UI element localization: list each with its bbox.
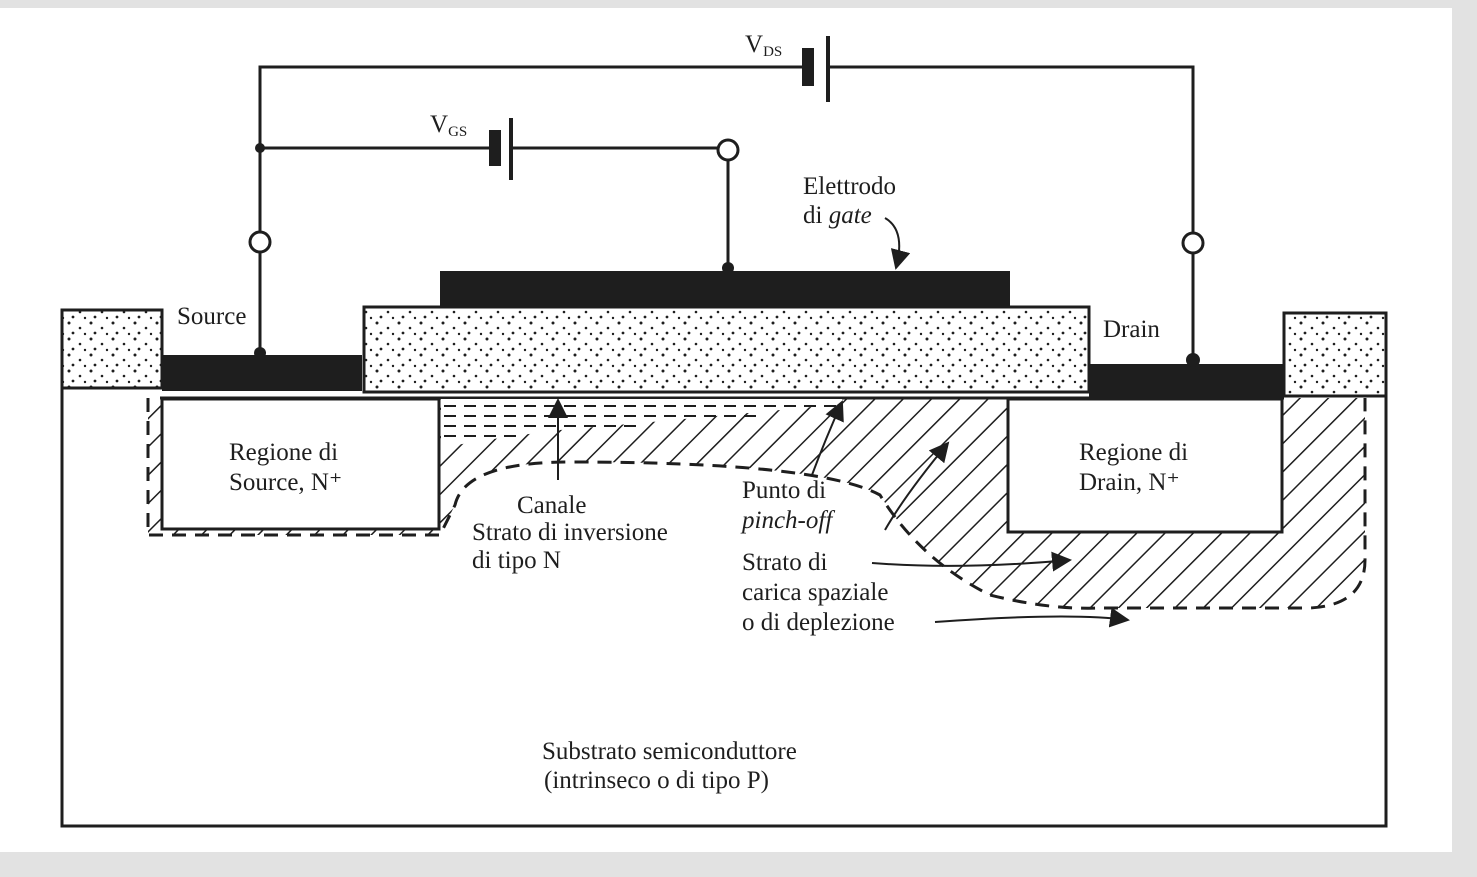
vds-label: VDS <box>745 31 782 60</box>
annotation-arrows <box>548 217 1130 628</box>
source-contact <box>162 355 362 391</box>
depletion-label-line2: carica spaziale <box>742 579 888 606</box>
drain-region <box>1006 397 1284 534</box>
left-oxide <box>60 308 164 390</box>
bottom-margin <box>0 852 1477 877</box>
source-region <box>160 397 441 531</box>
channel-label: Canale <box>517 492 586 519</box>
circuit-wires <box>258 65 1195 360</box>
substrate-outline <box>60 388 1388 828</box>
junction-dot <box>255 143 265 153</box>
drain-region-label-line1: Regione di <box>1079 439 1188 466</box>
drain-contact <box>1089 364 1284 398</box>
right-margin <box>1452 0 1477 877</box>
drain-region-label-line2: Drain, N⁺ <box>1079 469 1180 496</box>
right-oxide <box>1282 311 1388 398</box>
substrate-label-line1: Substrato semiconduttore <box>542 738 797 765</box>
gate-electrode-label-line2: di gate <box>803 202 872 229</box>
inversion-channel <box>441 399 842 448</box>
source-region-label-line1: Regione di <box>229 439 338 466</box>
source-terminal-label: Source <box>177 303 246 330</box>
inversion-layer-label-line2: di tipo N <box>472 547 561 574</box>
vgs-battery <box>489 118 513 180</box>
depletion-label-line1: Strato di <box>742 549 827 576</box>
gate-terminal <box>716 138 740 162</box>
source-region-label-line2: Source, N⁺ <box>229 469 342 496</box>
inversion-layer-label-line1: Strato di inversione <box>472 519 668 546</box>
substrate-label-line2: (intrinseco o di tipo P) <box>544 767 769 794</box>
top-margin <box>0 0 1477 8</box>
source-terminal <box>248 230 272 254</box>
pinch-off-label-line1: Punto di <box>742 477 826 504</box>
vgs-label: VGS <box>430 111 467 140</box>
drain-connection-dot <box>1186 353 1200 367</box>
vds-battery <box>802 36 830 102</box>
gate-oxide <box>362 305 1091 394</box>
gate-electrode <box>440 271 1010 307</box>
drain-terminal <box>1181 231 1205 255</box>
pinch-off-label-line2: pinch-off <box>740 507 835 534</box>
gate-connection-dot <box>722 262 734 274</box>
gate-electrode-label-line1: Elettrodo <box>803 173 896 200</box>
drain-terminal-label: Drain <box>1103 316 1160 343</box>
source-connection-dot <box>254 347 266 359</box>
depletion-label-line3: o di deplezione <box>742 609 895 636</box>
